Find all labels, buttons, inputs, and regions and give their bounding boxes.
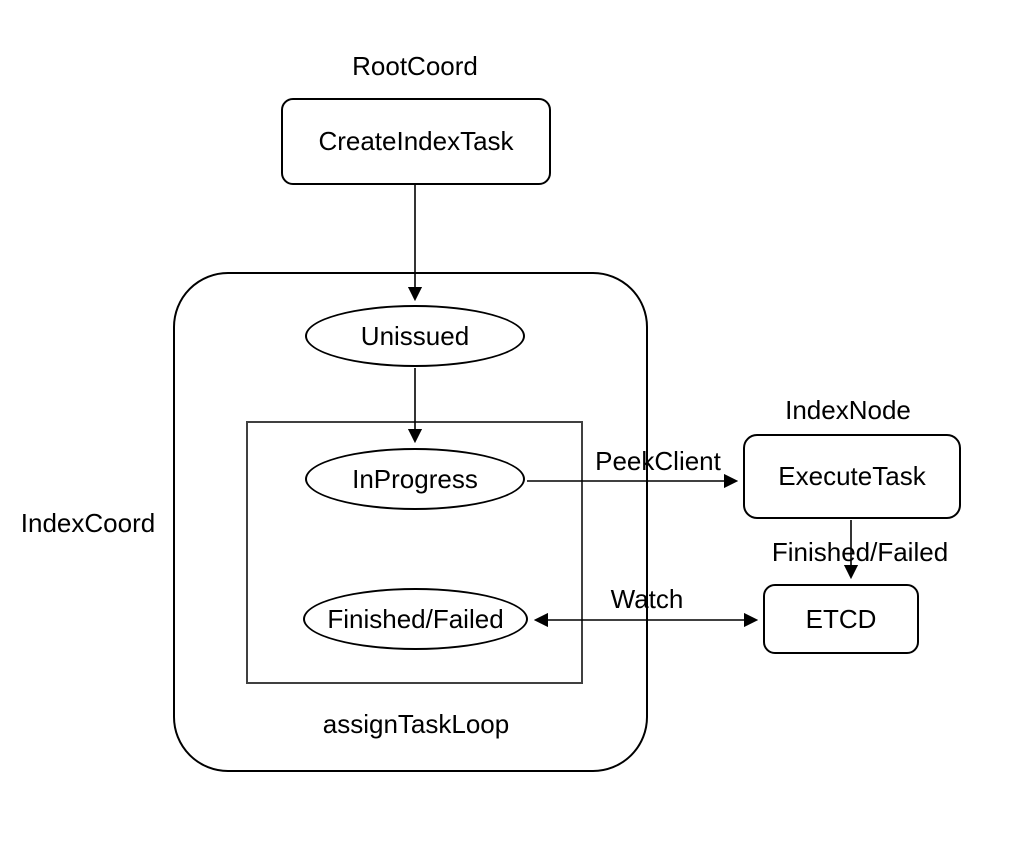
index-coord-container [173,272,648,772]
peek-client-edge-label: PeekClient [595,446,721,476]
unissued-state-label: Unissued [360,320,470,351]
index-coord-label: IndexCoord [20,508,156,538]
execute-task-node-label: ExecuteTask [778,461,926,491]
unissued-state-node: Unissued [305,305,525,367]
etcd-node: ETCD [763,584,919,654]
finished-failed-state-label: Finished/Failed [327,603,504,634]
finished-failed-state-node: Finished/Failed [303,588,528,650]
in-progress-state-node: InProgress [305,448,525,510]
finished-failed-edge-label: Finished/Failed [771,537,949,567]
watch-edge-label: Watch [610,584,684,614]
create-index-task-node: CreateIndexTask [281,98,551,185]
assign-task-loop-label: assignTaskLoop [322,709,510,739]
etcd-node-label: ETCD [805,603,877,634]
execute-task-node: ExecuteTask [743,434,961,519]
root-coord-label: RootCoord [352,51,478,81]
create-index-task-node-label: CreateIndexTask [318,126,514,156]
in-progress-state-label: InProgress [352,463,478,494]
index-node-label: IndexNode [785,395,911,425]
